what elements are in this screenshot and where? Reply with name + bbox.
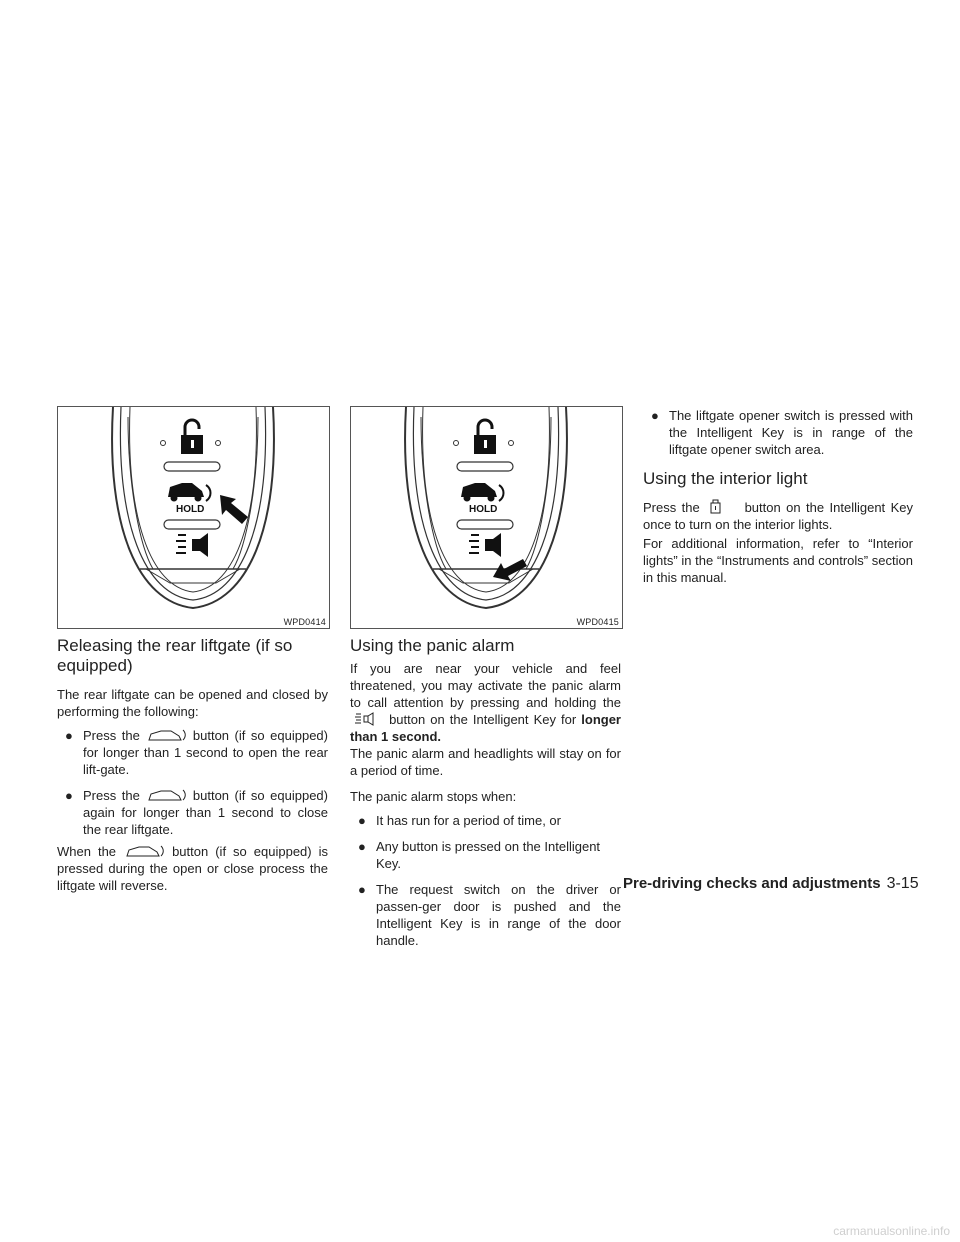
paragraph: When the button (if so equipped) is pres… [57, 844, 328, 893]
column-interior-light: ● The liftgate opener switch is pressed … [643, 407, 913, 586]
section-title: Releasing the rear liftgate (if so equip… [57, 636, 293, 675]
panic-horn-icon [176, 533, 208, 557]
panic-icon [350, 712, 384, 726]
bullet: ● [358, 839, 366, 854]
key-fob-illustration: HOLD [404, 407, 568, 610]
column-panic: Using the panic alarm If you are near yo… [350, 636, 621, 949]
liftgate-icon [145, 728, 187, 742]
paragraph: If you are near your vehicle and feel th… [350, 661, 621, 744]
figure-key-liftgate: HOLD WPD0414 [57, 406, 330, 629]
paragraph: The panic alarm and headlights will stay… [350, 746, 621, 778]
bullet: ● [651, 408, 659, 423]
hold-label: HOLD [176, 504, 204, 515]
figure-key-panic: HOLD WPD0415 [350, 406, 623, 629]
lock-open-icon [453, 418, 514, 454]
car-liftgate-icon [168, 483, 212, 502]
liftgate-icon [123, 844, 165, 858]
bullet: ● [358, 813, 366, 828]
hold-label: HOLD [469, 504, 497, 515]
list-item: ● The liftgate opener switch is pressed … [651, 408, 913, 457]
figure-code: WPD0414 [283, 617, 326, 627]
list-item: ● Press the button (if so equipped) agai… [65, 788, 328, 837]
figure-code: WPD0415 [576, 617, 619, 627]
page-number: 3-15 [886, 875, 919, 892]
list-item: ● It has run for a period of time, or [358, 813, 561, 828]
lock-open-icon [160, 418, 221, 454]
key-fob-illustration: HOLD [111, 407, 275, 610]
paragraph: The panic alarm stops when: [350, 789, 517, 804]
arrow-icon [493, 559, 527, 581]
bullet: ● [358, 882, 366, 897]
bullet: ● [65, 728, 73, 743]
interior-light-icon [705, 498, 739, 514]
arrow-icon [220, 495, 248, 524]
car-liftgate-icon [461, 483, 505, 502]
section-title: Using the panic alarm [350, 636, 515, 655]
bullet: ● [65, 788, 73, 803]
section-title: Using the interior light [643, 469, 808, 488]
column-liftgate: Releasing the rear liftgate (if so equip… [57, 636, 328, 894]
panic-horn-icon [469, 533, 501, 557]
list-item: ● The request switch on the driver or pa… [358, 882, 621, 948]
liftgate-icon [145, 788, 187, 802]
list-item: ● Any button is pressed on the Intellige… [358, 839, 601, 871]
list-item: ● Press the button (if so equipped) for … [65, 728, 328, 777]
watermark: carmanualsonline.info [833, 1224, 950, 1238]
footer-section-title: Pre-driving checks and adjustments [623, 875, 881, 892]
paragraph: Press the button on the Intelligent Key … [643, 498, 913, 532]
paragraph: For additional information, refer to “In… [643, 536, 913, 585]
paragraph: The rear liftgate can be opened and clos… [57, 687, 328, 719]
page-footer: Pre-driving checks and adjustments 3-15 [623, 875, 919, 893]
